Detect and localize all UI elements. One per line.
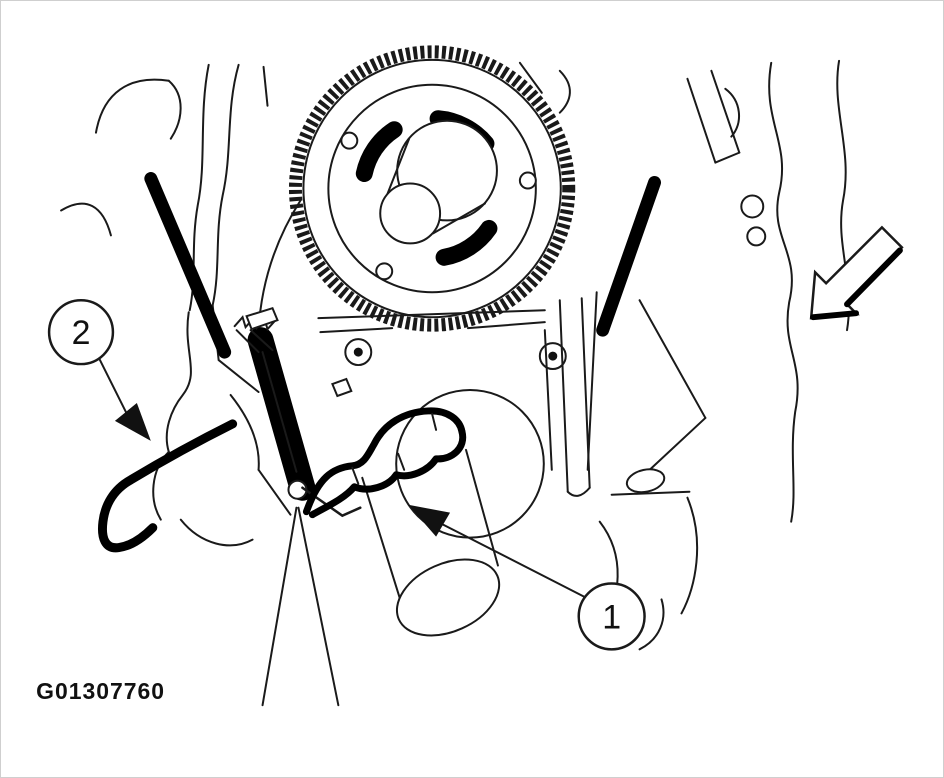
contour-line [518,61,543,94]
bolt-center [548,351,558,361]
contour-line [94,78,170,134]
contour-line [646,416,707,473]
cylinder-end-cap [395,558,501,637]
callout-2-arrowhead [114,402,151,441]
contour-line [319,327,394,334]
sprocket-hole [375,262,394,281]
sprocket-slot-core [439,223,494,263]
sprocket-hole [340,131,359,150]
cylinder-edge [361,476,402,601]
contour-line [610,490,691,496]
contour-line [680,496,699,615]
hub-shaft-line [432,202,486,235]
small-tab [331,377,353,398]
hub-shaft-line [386,137,411,196]
callout-2-label: 2 [72,314,91,352]
callout-2: 2 [47,298,151,441]
chain-guide-line [558,299,569,493]
crankshaft-cylinder [361,389,545,637]
contour-line [261,506,298,707]
tensioner-body-core [250,330,313,498]
callout-2-circle [47,298,115,366]
callout-1-label: 1 [602,598,621,636]
tensioner-cap [245,306,279,331]
contour-line [686,77,717,164]
contour-line [167,79,182,140]
guide-rod-right-core [598,178,659,335]
camshaft-sprocket [288,45,576,332]
gear-root-circle [302,58,562,319]
contour-line [165,311,192,453]
engine-block-lines [60,59,850,707]
tensioner-inner-line [261,351,298,473]
contour-line [297,506,340,707]
contour-line [638,598,665,651]
gear-face-circle [327,83,537,294]
contour-line [179,518,254,547]
direction-arrow-shadow [810,310,860,321]
contour-line [317,309,546,320]
tensioner-assembly [233,306,362,518]
direction-arrow-shadow [844,247,903,308]
casting-boss [746,226,767,247]
contour-line [257,468,292,516]
component-detail-line [431,412,438,431]
figure-id-label: G01307760 [36,678,165,704]
callout-1-leader-line [442,523,587,599]
contour-line [710,69,741,154]
contour-line [262,65,269,107]
contour-line [638,299,707,419]
contour-line [229,393,260,471]
sprocket-hole [518,171,537,190]
contour-line [60,202,112,237]
contour-line [724,87,740,138]
ratchet-pawl-line [235,329,260,354]
sprocket-slot-core [359,124,400,179]
contour-line [467,321,546,330]
block-edge-right [768,61,799,523]
ratchet-pawl-line [249,329,274,352]
callout-1: 1 [408,504,646,651]
contour-line [714,151,741,164]
contour-line [558,69,571,114]
highlighted-component [302,407,467,519]
hub-shaft-end [379,182,442,245]
highlighted-component-bottom-edge [308,428,467,519]
casting-boss [740,194,765,219]
component-detail-line [351,466,360,485]
callout-1-arrowhead [408,504,451,537]
contour-line [543,329,553,471]
oil-port-oval [625,468,666,494]
cylinder-edge [465,448,499,567]
callout-2-leader-line [97,357,127,413]
bolt-center [353,347,363,357]
hook-tool [98,419,238,553]
contour-line [211,63,240,307]
component-detail-line [397,452,406,471]
chain-guide-line [566,486,591,497]
direction-arrow-outline [809,225,904,320]
large-direction-arrow [809,225,904,321]
contour-line [586,291,598,471]
gear-tooth-ring [288,45,576,332]
highlighted-component-top-edge [302,407,466,516]
guide-rod-left-core [146,174,229,357]
callout-1-circle [577,582,646,651]
